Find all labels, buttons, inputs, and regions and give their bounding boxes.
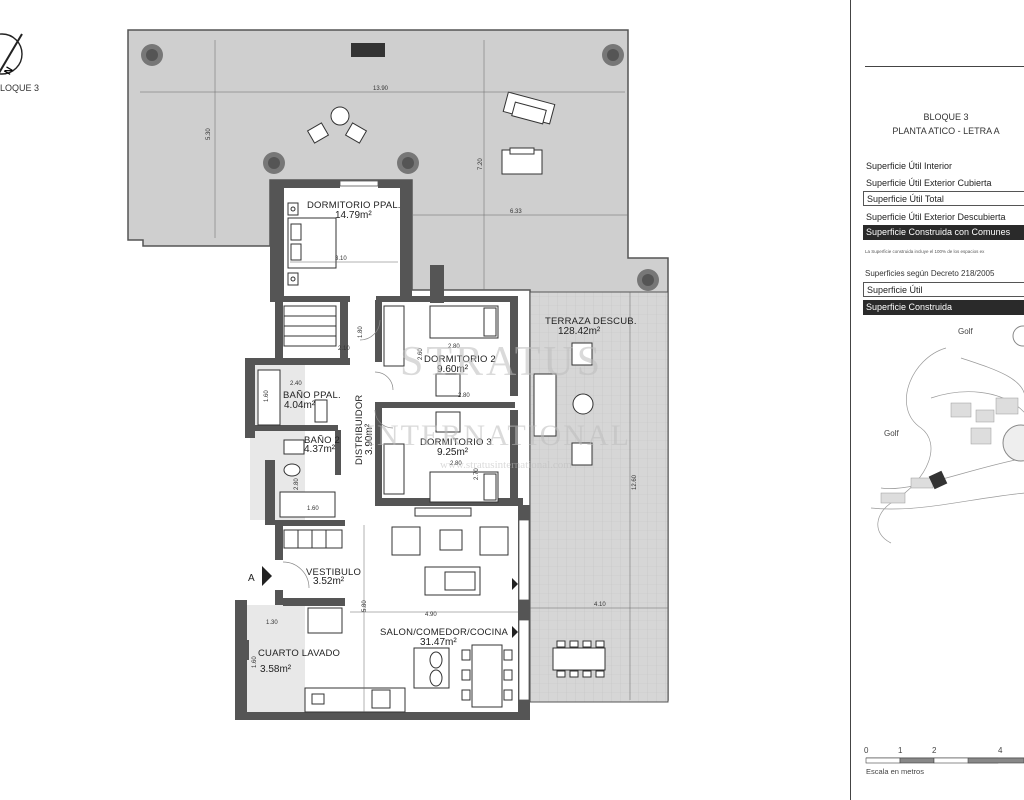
dim-label: 5.80 (362, 600, 368, 612)
plant-icon (263, 152, 285, 174)
section-arrow-icon (512, 626, 518, 638)
bathroom-fixture-icon (257, 369, 336, 518)
plant-icon (397, 152, 419, 174)
surface-note: La Superficie construida incluye el 100%… (865, 249, 985, 254)
decree-row: Superficie Construida (863, 300, 1024, 315)
plant-icon (602, 44, 624, 66)
room-area: 4.37m² (304, 444, 336, 455)
dim-label: 4.90 (425, 612, 437, 618)
wardrobe-icon (283, 305, 405, 549)
dim-label: 2.60 (418, 348, 424, 360)
room-name: BAÑO 2 (304, 435, 340, 446)
room-area: 3.58m² (260, 664, 292, 675)
dim-label: 2.10 (338, 346, 350, 352)
floor-plan: A 13.90 5.30 7.20 6.33 3.10 1.80 2.10 2.… (127, 29, 669, 720)
north-arrow-icon: N (0, 33, 23, 77)
map-label-golf: Golf (958, 327, 973, 336)
room-name: DISTRIBUIDOR (354, 395, 365, 466)
floor-title: PLANTA ATICO - LETRA A (892, 126, 1000, 136)
room-name: VESTIBULO (306, 567, 361, 578)
watermark-line3: www.stratusinternational.com (440, 459, 572, 471)
bed-icon (429, 305, 499, 503)
room-area: 9.25m² (437, 447, 469, 458)
dim-label: 2.70 (474, 468, 480, 480)
dim-label: 7.20 (478, 158, 484, 170)
dim-label: 1.60 (252, 656, 258, 668)
info-panel: BLOQUE 3 PLANTA ATICO - LETRA A Superfic… (850, 0, 1024, 800)
map-label-golf: Golf (884, 429, 899, 438)
room-area: 31.47m² (420, 637, 457, 648)
surface-row: Superficie Útil Exterior Descubierta (866, 212, 1006, 222)
north-label: N (3, 65, 16, 77)
dim-label: 1.80 (358, 326, 364, 338)
dim-label: 5.30 (206, 128, 212, 140)
terrace-table-icon (306, 106, 368, 144)
decree-row: Superficie Útil (863, 282, 1024, 297)
plant-icon (637, 269, 659, 291)
surface-row: Superficie Construida con Comunes (863, 225, 1024, 240)
watermark: STRATUS INTERNATIONAL www.stratusinterna… (365, 339, 631, 471)
room-name: SALON/COMEDOR/COCINA (380, 627, 509, 638)
scale-bar (865, 757, 1024, 764)
dim-label: 2.40 (290, 381, 302, 387)
chimney (351, 43, 385, 57)
living-room-furniture-icon (304, 507, 513, 713)
room-name: DORMITORIO 2 (424, 354, 496, 365)
block-title: BLOQUE 3 (923, 112, 969, 122)
room-area: 3.90m² (364, 423, 375, 455)
watermark-line1: STRATUS (400, 339, 603, 385)
location-marker-icon (928, 470, 948, 490)
door-swings (282, 319, 394, 589)
surface-row: Superficie Útil Interior (866, 161, 953, 171)
scale-tick: 1 (898, 746, 903, 755)
room-area: 3.52m² (313, 576, 345, 587)
terrace-tiled-floor (529, 291, 669, 703)
scale-tick: 4 (998, 746, 1003, 755)
room-area: 14.79m² (335, 210, 372, 221)
dim-label: 1.30 (266, 620, 278, 626)
sun-lounger-icon (501, 91, 556, 175)
dim-label: 1.60 (264, 390, 270, 402)
room-name: CUARTO LAVADO (258, 648, 340, 659)
room-name: TERRAZA DESCUB. (545, 316, 637, 327)
block-label: LOQUE 3 (0, 83, 40, 93)
dim-label: 1.60 (307, 506, 319, 512)
dim-label: 12.60 (632, 474, 638, 490)
dim-label: 2.80 (458, 393, 470, 399)
surface-row: Superficie Útil Exterior Cubierta (866, 178, 992, 188)
dim-label: 3.10 (335, 256, 347, 262)
dim-label: 2.80 (294, 478, 300, 490)
room-name: DORMITORIO PPAL. (307, 200, 401, 211)
divider (865, 66, 1024, 67)
walls (235, 180, 530, 720)
decree-title: Superficies según Decreto 218/2005 (865, 269, 995, 278)
bed-icon (287, 202, 337, 286)
scale-tick: 0 (864, 746, 869, 755)
terrace-dining-icon (552, 640, 606, 678)
scale-caption: Escala en metros (866, 767, 924, 776)
watermark-line2: INTERNATIONAL (365, 419, 631, 452)
dim-label: 2.80 (450, 461, 462, 467)
room-area: 9.60m² (437, 364, 469, 375)
terrace-sofa-icon (533, 342, 594, 466)
room-area: 128.42m² (558, 326, 601, 337)
room-name: DORMITORIO 3 (420, 437, 492, 448)
entrance-label: A (248, 573, 255, 584)
dim-label: 4.10 (594, 602, 606, 608)
location-map (870, 325, 1024, 544)
dim-label: 6.33 (510, 209, 522, 215)
room-area: 4.04m² (284, 400, 316, 411)
plant-icon (141, 44, 163, 66)
surface-row: Superficie Útil Total (863, 191, 1024, 206)
scale-tick: 2 (932, 746, 937, 755)
dim-label: 13.90 (373, 86, 389, 92)
entrance-arrow-icon (262, 566, 272, 586)
dim-label: 2.80 (448, 344, 460, 350)
room-name: BAÑO PPAL. (283, 390, 341, 401)
dimension-lines (140, 40, 668, 712)
section-arrow-icon (512, 578, 518, 590)
